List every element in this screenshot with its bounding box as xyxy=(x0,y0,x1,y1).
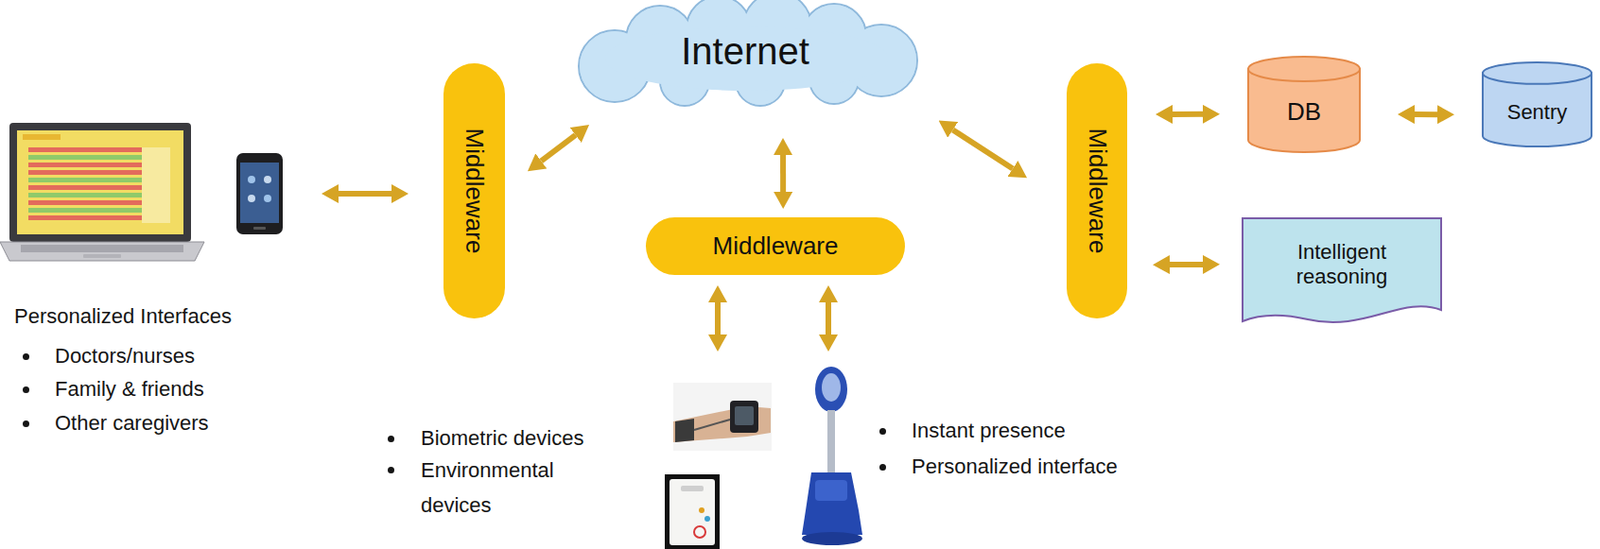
phone-picture xyxy=(236,153,283,235)
database-cylinder: DB xyxy=(1247,55,1361,154)
node-label: Internet xyxy=(680,29,810,73)
bullet-text: Biometric devices xyxy=(420,425,584,453)
double-arrow xyxy=(338,191,392,197)
bullet-text: Instant presence xyxy=(911,417,1066,445)
laptop-picture xyxy=(0,122,205,261)
bullet-dot xyxy=(22,353,30,361)
double-arrow xyxy=(780,155,786,192)
robot-picture xyxy=(801,366,863,546)
wrist-sensor-picture xyxy=(673,382,772,452)
double-arrow xyxy=(1169,261,1203,268)
bullet-dot xyxy=(387,435,395,443)
bullet-text: Doctors/nurses xyxy=(54,343,195,370)
bullet-text: Other caregivers xyxy=(54,410,209,437)
internet-cloud: Internet xyxy=(565,0,925,103)
environment-sensor-picture xyxy=(664,474,720,549)
node-label: Sentry xyxy=(1507,100,1568,124)
double-arrow xyxy=(714,302,721,335)
node-label: Middleware xyxy=(713,232,839,261)
document-shape: Intelligent reasoning xyxy=(1241,217,1443,325)
middleware-pill: Middleware xyxy=(1066,63,1128,319)
double-arrow xyxy=(1414,111,1438,118)
node-label: Intelligent reasoning xyxy=(1254,240,1429,289)
node-label: Middleware xyxy=(460,128,489,255)
bullet-text: Environmental devices xyxy=(420,452,596,523)
double-arrow xyxy=(540,135,575,161)
node-label: DB xyxy=(1286,98,1322,127)
database-cylinder: Sentry xyxy=(1481,61,1593,148)
middleware-pill: Middleware xyxy=(645,217,905,276)
bullet-dot xyxy=(879,428,887,435)
bullet-dot xyxy=(387,467,395,474)
double-arrow xyxy=(825,302,832,335)
bullet-dot xyxy=(22,420,30,428)
bullet-dot xyxy=(879,464,887,471)
node-label: Middleware xyxy=(1082,128,1112,255)
double-arrow xyxy=(1172,111,1203,118)
middleware-pill: Middleware xyxy=(443,63,505,319)
bullet-text: Family & friends xyxy=(54,376,205,403)
bullet-text: Personalized interface xyxy=(911,453,1118,481)
heading-text: Personalized Interfaces xyxy=(14,303,232,331)
bullet-dot xyxy=(22,386,30,394)
double-arrow xyxy=(953,129,1013,169)
